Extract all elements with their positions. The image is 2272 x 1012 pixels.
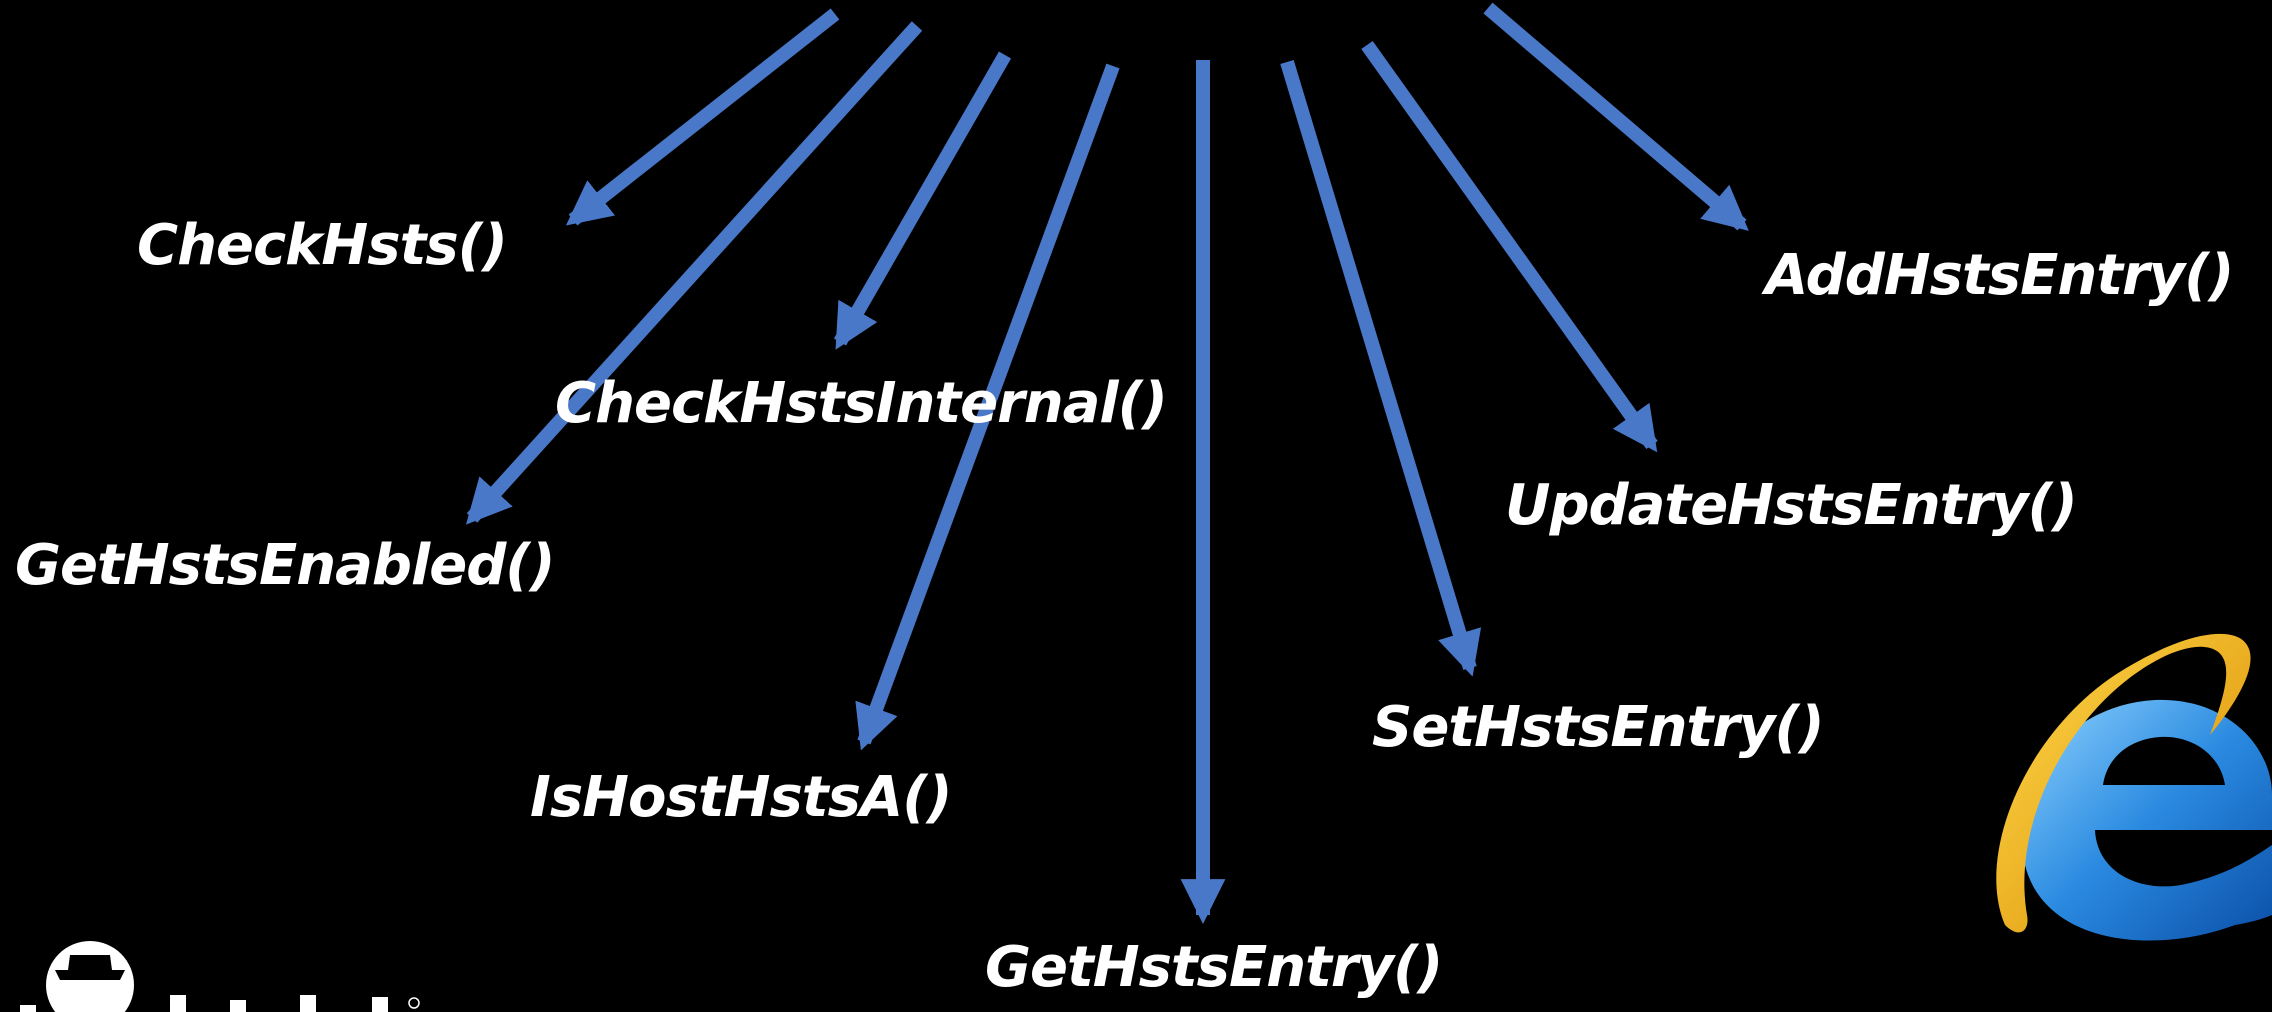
function-label-get-hsts-entry: GetHstsEntry() — [985, 935, 1443, 1000]
function-label-set-hsts-entry: SetHstsEntry() — [1372, 695, 1825, 760]
arrow-to-set-hsts-entry — [1280, 59, 1482, 677]
arrow-to-add-hsts-entry — [1483, 2, 1749, 231]
arrow-to-is-host-hsts-a — [855, 63, 1120, 751]
function-label-update-hsts-entry: UpdateHstsEntry() — [1505, 473, 2078, 538]
function-label-check-hsts-internal: CheckHstsInternal() — [555, 371, 1168, 436]
arrow-to-check-hsts-internal — [833, 51, 1012, 350]
arrow-to-get-hsts-enabled — [465, 21, 923, 525]
function-label-get-hsts-enabled: GetHstsEnabled() — [15, 533, 555, 598]
function-label-is-host-hsts-a: IsHostHstsA() — [530, 765, 952, 830]
function-label-add-hsts-entry: AddHstsEntry() — [1765, 243, 2234, 308]
internet-explorer-logo — [1996, 633, 2272, 941]
arrow-to-update-hsts-entry — [1361, 40, 1658, 453]
hat-figure-logo — [20, 941, 420, 1012]
function-label-check-hsts: CheckHsts() — [137, 213, 508, 278]
arrow-to-check-hsts — [565, 8, 840, 226]
